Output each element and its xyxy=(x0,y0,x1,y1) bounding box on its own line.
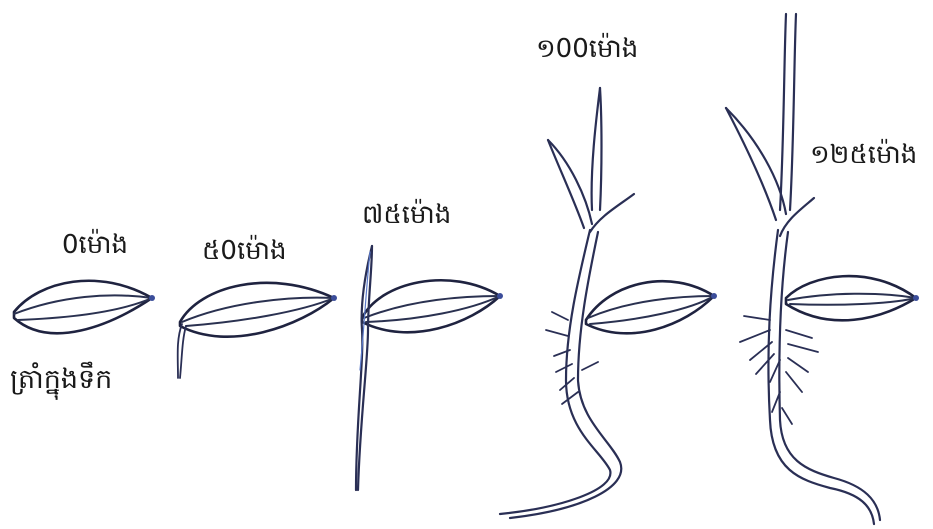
stage-label-100-hours: ១00ម៉ោង xyxy=(536,36,638,62)
seed-stage-125 xyxy=(726,14,919,524)
seed-stage-0 xyxy=(14,281,155,334)
stage-label-75-hours: ៧៥ម៉ោង xyxy=(362,202,451,228)
stage-label-0-hours: 0ម៉ោង xyxy=(62,232,128,258)
seed-stage-100 xyxy=(500,88,717,518)
seed-stage-50 xyxy=(178,283,337,378)
stage-label-125-hours: ១២៥ម៉ោង xyxy=(810,142,917,168)
stage-label-50-hours: ៥0ម៉ោង xyxy=(202,238,286,264)
seed-stage-75 xyxy=(356,246,503,490)
soak-in-water-label: ត្រាំក្នុងទឹក xyxy=(10,366,112,393)
